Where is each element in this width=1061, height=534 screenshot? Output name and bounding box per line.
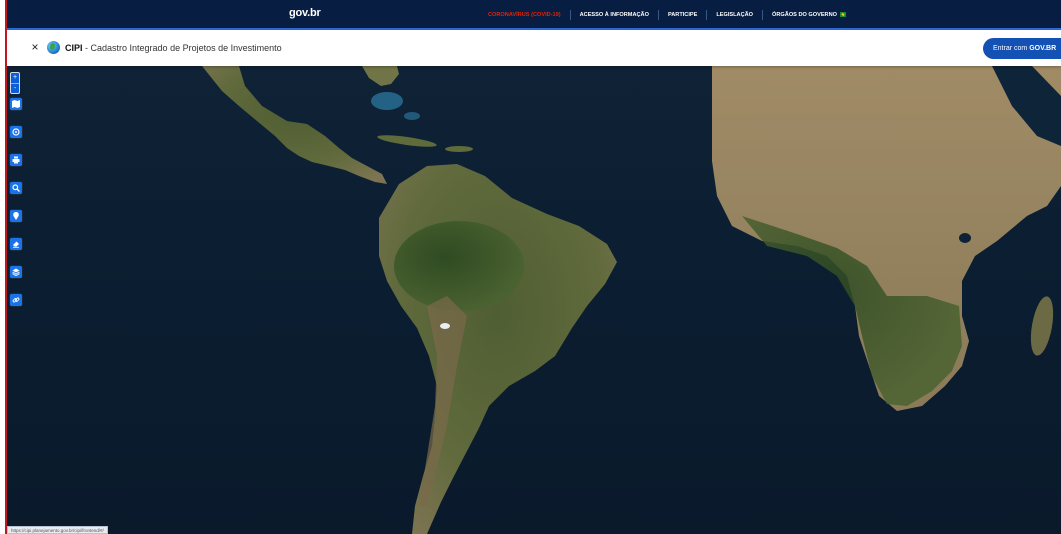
map-icon <box>12 100 20 108</box>
app-header: × CIPI - Cadastro Integrado de Projetos … <box>7 30 1061 66</box>
map-imagery <box>202 66 1061 534</box>
govbr-logo[interactable]: gov.br <box>289 7 321 19</box>
page-title: CIPI - Cadastro Integrado de Projetos de… <box>65 43 282 53</box>
login-button-brand: GOV.BR <box>1029 45 1057 52</box>
locate-button[interactable] <box>10 126 22 138</box>
page-title-acronym: CIPI <box>65 43 83 53</box>
govbar-links: CORONAVÍRUS (COVID-19) ACESSO À INFORMAÇ… <box>479 0 855 30</box>
print-icon <box>12 156 20 164</box>
login-button-prefix: Entrar com <box>993 45 1030 52</box>
login-govbr-button[interactable]: Entrar com GOV.BR <box>983 38 1061 59</box>
marker-button[interactable] <box>10 210 22 222</box>
zoom-out-button[interactable]: - <box>11 83 19 93</box>
satellite-map[interactable] <box>7 66 1061 534</box>
print-button[interactable] <box>10 154 22 166</box>
zoom-in-button[interactable]: + <box>12 74 18 81</box>
basemap-button[interactable] <box>10 98 22 110</box>
target-icon <box>12 128 20 136</box>
govbar-link-orgaos-governo[interactable]: ÓRGÃOS DO GOVERNO <box>763 10 855 20</box>
share-link-button[interactable] <box>10 294 22 306</box>
brazil-flag-icon <box>840 12 846 18</box>
page-title-text: - Cadastro Integrado de Projetos de Inve… <box>82 43 282 53</box>
pin-icon <box>13 212 19 220</box>
zoom-control: + - <box>10 72 20 94</box>
govbar-link-acesso-informacao[interactable]: ACESSO À INFORMAÇÃO <box>571 10 659 20</box>
layers-icon <box>12 268 20 276</box>
govbar-link-legislacao[interactable]: LEGISLAÇÃO <box>707 10 764 20</box>
govbar-link-participe[interactable]: PARTICIPE <box>659 10 708 20</box>
search-icon <box>12 184 20 192</box>
eraser-icon <box>13 241 19 248</box>
link-icon <box>12 297 20 303</box>
window-left-edge <box>0 0 7 534</box>
globe-icon <box>47 41 60 54</box>
status-bar-url: https://cipi.planejamento.gov.br/cipi/fr… <box>7 526 108 534</box>
govbar-link-coronavirus[interactable]: CORONAVÍRUS (COVID-19) <box>479 10 571 20</box>
govbr-bar: gov.br CORONAVÍRUS (COVID-19) ACESSO À I… <box>7 0 1061 30</box>
search-button[interactable] <box>10 182 22 194</box>
govbar-link-orgaos-label: ÓRGÃOS DO GOVERNO <box>772 12 837 18</box>
close-button[interactable]: × <box>31 40 39 54</box>
layers-button[interactable] <box>10 266 22 278</box>
erase-button[interactable] <box>10 238 22 250</box>
